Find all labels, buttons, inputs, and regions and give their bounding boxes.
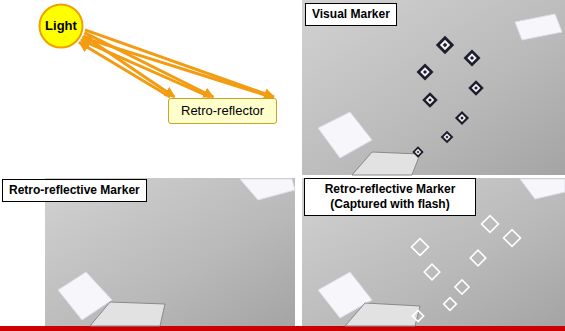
visual-marker xyxy=(468,80,484,96)
reflective-marker xyxy=(504,230,521,247)
marker-inner xyxy=(472,84,481,93)
reflector-box: Retro-reflector xyxy=(168,98,277,124)
marker-outer xyxy=(422,92,438,108)
reflective-marker xyxy=(412,239,429,256)
ceiling-light xyxy=(515,14,562,40)
visual-marker xyxy=(412,146,423,157)
visual-marker xyxy=(422,92,438,108)
marker-outer xyxy=(468,80,484,96)
light-ray xyxy=(82,37,271,97)
panel-label: Retro-reflective Marker (Captured with f… xyxy=(304,178,476,216)
marker-core xyxy=(460,116,463,119)
light-circle xyxy=(40,5,83,48)
light-ray xyxy=(84,33,213,97)
light-source: Light xyxy=(38,3,84,49)
node-text: Retro-reflective Marker (Captured with f… xyxy=(311,182,469,212)
reflective-marker xyxy=(412,310,423,321)
marker-core xyxy=(474,86,478,90)
marker-inner xyxy=(458,114,466,122)
marker-inner xyxy=(467,53,477,63)
marker-core xyxy=(428,98,432,102)
marker-core xyxy=(417,151,420,154)
marker-outer xyxy=(436,36,454,54)
node-text: Visual Marker xyxy=(312,7,390,22)
marker-inner xyxy=(440,40,450,50)
visual-marker xyxy=(441,131,454,144)
air-conditioner xyxy=(352,152,420,175)
marker-inner xyxy=(415,149,421,155)
air-conditioner xyxy=(90,302,165,326)
ceiling-photo xyxy=(302,178,565,326)
node-text: Retro-reflective Marker xyxy=(9,183,140,198)
reflective-marker xyxy=(444,298,457,311)
marker-inner xyxy=(426,96,435,105)
visual-marker xyxy=(417,64,434,81)
marker-core xyxy=(470,56,474,60)
reflective-marker xyxy=(455,280,469,294)
panel-label: Retro-reflective Marker xyxy=(2,179,147,202)
air-conditioner xyxy=(345,303,420,326)
reflective-marker xyxy=(424,264,440,280)
marker-outer xyxy=(412,146,423,157)
marker-outer xyxy=(455,111,469,125)
marker-outer xyxy=(441,131,454,144)
reflective-marker xyxy=(482,216,499,233)
visual-marker xyxy=(464,50,481,67)
panel-label: Visual Marker xyxy=(305,3,397,26)
ceiling-light xyxy=(520,179,565,199)
light-ray xyxy=(85,30,274,97)
marker-core xyxy=(443,43,447,47)
marker-core xyxy=(445,135,448,138)
marker-outer xyxy=(464,50,481,67)
visual-marker xyxy=(455,111,469,125)
node-text: Light xyxy=(45,18,77,34)
ceiling-light xyxy=(240,179,295,200)
marker-inner xyxy=(420,67,430,77)
ceiling-light xyxy=(318,112,372,158)
node-text: Retro-reflector xyxy=(181,103,264,119)
ceiling-photo xyxy=(302,0,565,175)
reflective-marker xyxy=(470,250,486,266)
footer-bar xyxy=(0,326,565,331)
marker-core xyxy=(423,70,427,74)
marker-inner xyxy=(443,133,450,140)
marker-outer xyxy=(417,64,434,81)
visual-marker xyxy=(436,36,454,54)
